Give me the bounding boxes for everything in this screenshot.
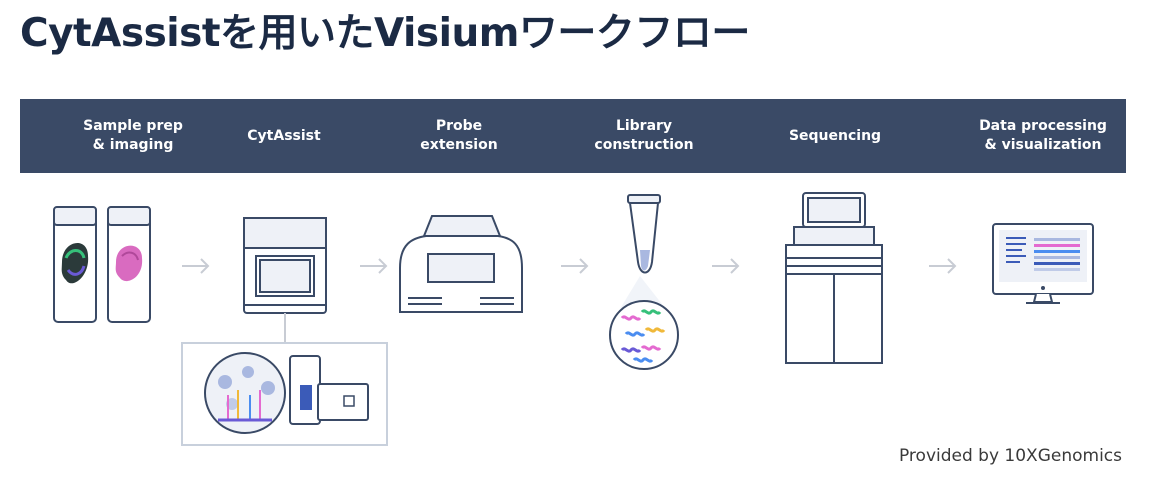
computer-monitor-icon	[992, 223, 1094, 304]
step-label-probe-extension: Probe extension	[420, 118, 498, 153]
step-label-sequencing: Sequencing	[788, 127, 882, 144]
thermal-cycler-icon	[399, 215, 523, 313]
arrow-3-icon	[561, 258, 589, 274]
sequencer-icon	[785, 192, 883, 364]
credit-text: Provided by 10XGenomics	[898, 446, 1122, 466]
cytassist-instrument-icon	[243, 217, 327, 314]
arrow-1-icon	[182, 258, 210, 274]
step-label-cytassist: CytAssist	[247, 127, 321, 144]
workflow-steps-banner: Sample prep & imaging CytAssist Probe ex…	[20, 99, 1126, 173]
step-label-sample-prep: Sample prep & imaging	[83, 118, 183, 153]
arrow-4-icon	[712, 258, 740, 274]
arrow-5-icon	[929, 258, 957, 274]
step-label-library-construction: Library construction	[594, 118, 694, 153]
cytassist-zoom-inset	[181, 342, 388, 446]
page-title: CytAssistを用いたVisiumワークフロー	[20, 11, 750, 56]
pcr-tube-icon	[609, 194, 679, 370]
step-label-data-processing: Data processing & visualization	[979, 118, 1107, 153]
arrow-2-icon	[360, 258, 388, 274]
tissue-slides-icon	[53, 206, 151, 323]
